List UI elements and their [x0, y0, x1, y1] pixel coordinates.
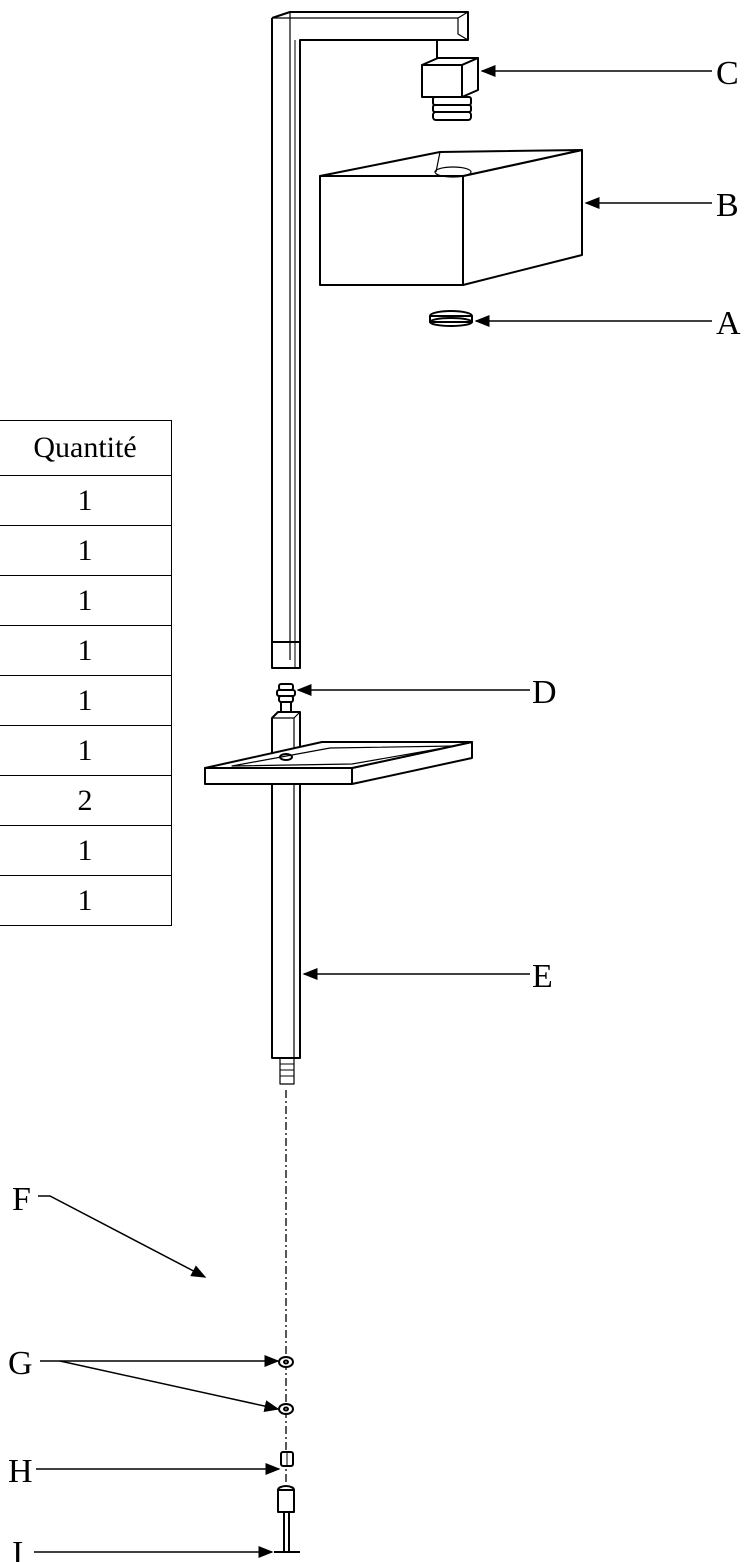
- quantity-cell: 1: [0, 625, 172, 676]
- callout-c: C: [716, 55, 739, 92]
- callout-d: D: [532, 674, 557, 711]
- callout-g: G: [8, 1345, 33, 1382]
- hex-nut: [280, 1451, 294, 1467]
- quantity-header: Quantité: [0, 420, 172, 476]
- quantity-cell: 1: [0, 475, 172, 526]
- table-row: 1: [0, 725, 172, 776]
- table-row: 1: [0, 825, 172, 876]
- table-row: 2: [0, 775, 172, 826]
- lamp-socket: [421, 57, 479, 121]
- lampshade: [319, 149, 583, 286]
- leader-lines: [34, 65, 712, 1558]
- table-row: 1: [0, 475, 172, 526]
- table-row: 1: [0, 675, 172, 726]
- quantity-cell: 1: [0, 725, 172, 776]
- callout-i: I: [12, 1535, 23, 1562]
- quantity-cell: 1: [0, 875, 172, 926]
- upper-pole: [271, 11, 469, 669]
- quantity-cell: 2: [0, 775, 172, 826]
- callout-h: H: [8, 1453, 33, 1490]
- base-plate: [204, 741, 473, 785]
- quantity-cell: 1: [0, 825, 172, 876]
- ring-nut: [429, 310, 473, 327]
- callout-e: E: [532, 958, 553, 995]
- table-row: 1: [0, 575, 172, 626]
- table-row: 1: [0, 875, 172, 926]
- table-row: 1: [0, 525, 172, 576]
- quantity-cell: 1: [0, 675, 172, 726]
- quantity-cell: 1: [0, 525, 172, 576]
- quantity-cell: 1: [0, 575, 172, 626]
- callout-f: F: [12, 1181, 31, 1218]
- callout-b: B: [716, 187, 739, 224]
- table-row: 1: [0, 625, 172, 676]
- foot-screw: [274, 1485, 300, 1553]
- callout-a: A: [716, 305, 741, 342]
- washers: [278, 1356, 294, 1415]
